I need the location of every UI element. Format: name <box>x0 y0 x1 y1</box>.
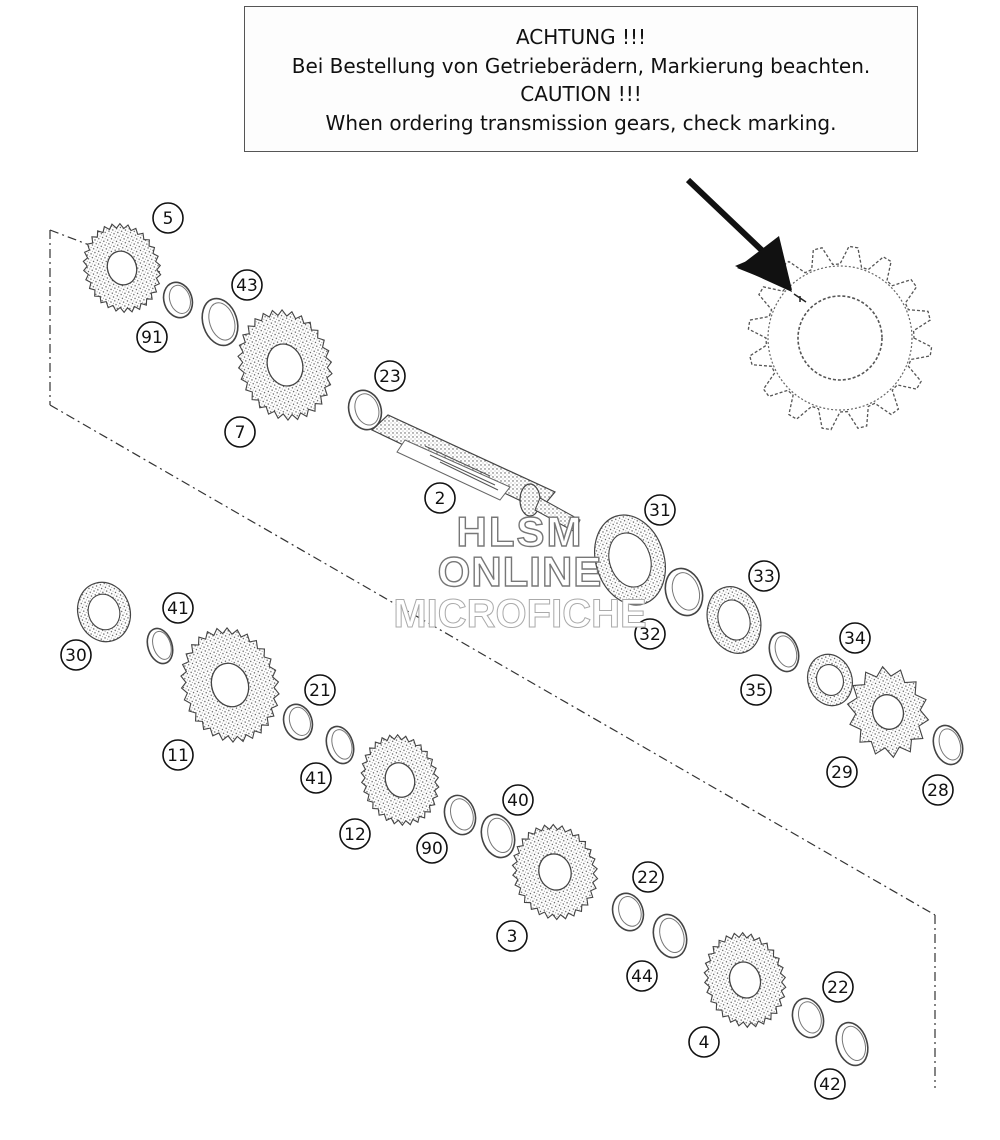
callout-label: 90 <box>421 839 443 859</box>
callout-91: 91 <box>136 321 168 353</box>
callout-label: 91 <box>141 328 163 348</box>
callout-40: 40 <box>502 784 534 816</box>
callout-label: 32 <box>639 625 661 645</box>
callout-21: 21 <box>304 674 336 706</box>
callout-label: 41 <box>167 599 189 619</box>
callout-12: 12 <box>339 818 371 850</box>
callout-label: 29 <box>831 763 853 783</box>
ring-part-43 <box>201 297 239 347</box>
gear-part-11 <box>180 627 280 743</box>
callout-28: 28 <box>922 774 954 806</box>
ring-part-28 <box>932 724 964 766</box>
callout-label: 11 <box>167 746 189 766</box>
callout-7: 7 <box>224 416 256 448</box>
callout-label: 31 <box>649 501 671 521</box>
sprocket-part-29 <box>846 665 930 759</box>
callout-3: 3 <box>496 920 528 952</box>
callout-label: 4 <box>699 1033 710 1053</box>
ring-part-91 <box>162 281 194 319</box>
callout-label: 34 <box>844 629 866 649</box>
gear-part-7 <box>237 309 333 421</box>
callout-34: 34 <box>839 622 871 654</box>
callout-4: 4 <box>688 1026 720 1058</box>
callout-label: 22 <box>827 978 849 998</box>
callout-22: 22 <box>822 971 854 1003</box>
ring-part-32 <box>664 567 704 617</box>
ring-part-31 <box>594 514 666 606</box>
gear-part-4 <box>703 931 787 1029</box>
callout-label: 40 <box>507 791 529 811</box>
notice-line-4: When ordering transmission gears, check … <box>325 110 837 135</box>
ring-part-41a <box>146 627 174 665</box>
marking-arrow-icon <box>685 177 792 292</box>
ring-part-44 <box>652 913 688 959</box>
ring-part-34 <box>806 653 854 707</box>
callout-label: 21 <box>309 681 331 701</box>
callout-5: 5 <box>152 202 184 234</box>
callout-30: 30 <box>60 639 92 671</box>
callout-label: 7 <box>235 423 246 443</box>
callout-label: 33 <box>753 567 775 587</box>
callout-22: 22 <box>632 861 664 893</box>
ring-part-23 <box>347 389 383 431</box>
notice-line-3: CAUTION !!! <box>520 82 642 106</box>
callout-42: 42 <box>814 1068 846 1100</box>
callout-90: 90 <box>416 832 448 864</box>
marking-reference-gear <box>747 245 933 431</box>
callout-label: 35 <box>745 681 767 701</box>
callout-23: 23 <box>374 360 406 392</box>
callout-label: 12 <box>344 825 366 845</box>
notice-line-1: ACHTUNG !!! <box>515 25 647 49</box>
callout-label: 22 <box>637 868 659 888</box>
ring-part-90 <box>443 794 477 836</box>
callout-41: 41 <box>300 762 332 794</box>
ring-part-22a <box>611 892 645 932</box>
gear-parts <box>76 222 964 1067</box>
callout-label: 44 <box>631 967 653 987</box>
callout-label: 3 <box>507 927 518 947</box>
callout-33: 33 <box>748 560 780 592</box>
callout-label: 41 <box>305 769 327 789</box>
callout-2: 2 <box>424 482 456 514</box>
callout-label: 2 <box>435 489 446 509</box>
ring-part-21 <box>282 703 314 741</box>
callout-31: 31 <box>644 494 676 526</box>
washer-part-30 <box>76 581 132 643</box>
gear-part-5 <box>82 222 162 314</box>
ring-part-22b <box>791 997 825 1039</box>
callout-label: 42 <box>819 1075 841 1095</box>
callout-41: 41 <box>162 592 194 624</box>
caution-notice: ACHTUNG !!! Bei Bestellung von Getrieber… <box>244 6 918 152</box>
callout-29: 29 <box>826 756 858 788</box>
ring-part-41b <box>325 725 355 765</box>
callout-44: 44 <box>626 960 658 992</box>
callout-label: 30 <box>65 646 87 666</box>
callout-label: 28 <box>927 781 949 801</box>
callout-35: 35 <box>740 674 772 706</box>
callout-11: 11 <box>162 739 194 771</box>
part-callouts: 5439123723133323534292841302111411240902… <box>60 202 954 1100</box>
callout-32: 32 <box>634 618 666 650</box>
gear-part-3 <box>511 823 599 921</box>
callout-label: 43 <box>236 276 258 296</box>
callout-label: 23 <box>379 367 401 387</box>
callout-label: 5 <box>163 209 174 229</box>
ring-part-33 <box>706 586 762 654</box>
callout-43: 43 <box>231 269 263 301</box>
shaft-part-2 <box>370 414 581 533</box>
ring-part-42 <box>835 1021 869 1067</box>
ring-part-40 <box>480 813 516 859</box>
ring-part-35 <box>768 631 800 673</box>
notice-line-2: Bei Bestellung von Getrieberädern, Marki… <box>291 53 871 78</box>
gear-part-12 <box>360 733 440 827</box>
